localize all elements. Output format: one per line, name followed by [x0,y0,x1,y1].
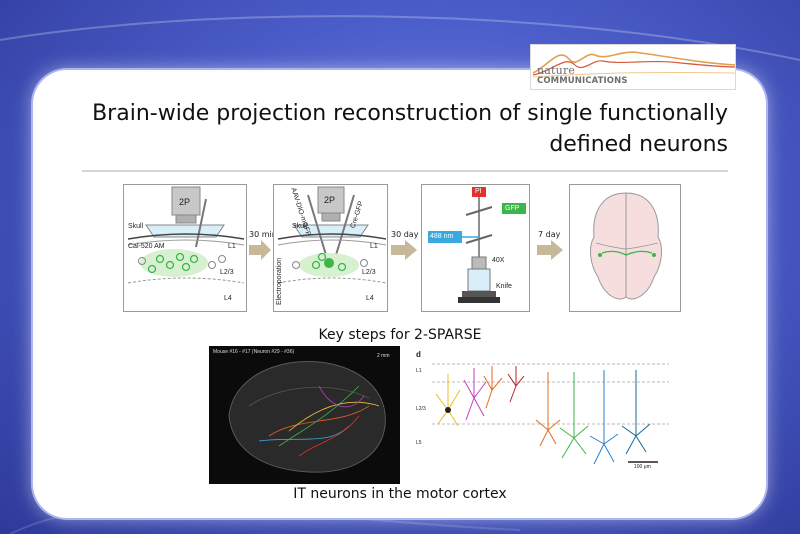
objective-label: 2P [179,197,191,207]
skull-label: Skull [292,223,308,230]
step-panel-imaging: 2P Skull Cal-520 AM L1 L2/3 L4 [123,184,247,312]
layer-label-l5: L5 [416,440,422,446]
arrow-icon [391,240,417,260]
layer-label-l23: L2/3 [220,269,234,276]
objective-label: 40X [492,257,505,264]
neurons-caption: IT neurons in the motor cortex [293,486,507,502]
objective-label: 2P [324,195,336,205]
arrow-label-30min: 30 min [249,230,277,239]
step-panel-sectioning: PI GFP 488 nm 40X Knife [421,184,530,312]
title-divider [82,170,728,172]
method-label: Electroporation [276,257,283,305]
projection-render [228,360,386,473]
gfp-label: GFP [505,205,520,212]
layer-label-l4: L4 [224,295,232,302]
layer-label-l1: L1 [228,243,236,250]
nature-communications-logo: nature COMMUNICATIONS [530,44,736,90]
sectioning-diagram [428,187,526,303]
scale-label: 100 μm [634,464,651,470]
step-panel-brain [569,184,681,312]
arrow-icon [249,240,271,260]
layer-label-l1: L1 [370,243,378,250]
brain-projection-image: Mouse #16 - #17 (Neuron #29 - #36) 2 mm [209,346,400,484]
steps-caption: Key steps for 2-SPARSE [318,327,482,343]
pi-label: PI [475,188,482,195]
arrow-label-30day: 30 day [391,230,419,239]
step-panel-electroporation: 2P Skull AAV-DIO-mGFP Cre-GFP Electropor… [273,184,388,312]
neuron-drawings [432,363,669,465]
brain-diagram [590,192,662,300]
knife-label: Knife [496,283,512,290]
mouse-scale: 2 mm [377,353,390,359]
layer-label-l1: L1 [416,368,422,374]
imaging-diagram [127,186,245,284]
logo-text-nature: nature [537,64,576,77]
laser-label: 488 nm [430,233,454,240]
arrow-label-7day: 7 day [538,230,561,239]
skull-label: Skull [128,223,144,230]
panel-letter: d [416,350,421,359]
layer-label-l23: L2/3 [416,406,426,412]
mouse-header: Mouse #16 - #17 (Neuron #29 - #36) [213,349,295,355]
layer-label-l4: L4 [366,295,374,302]
dye-label: Cal-520 AM [128,243,165,250]
arrow-icon [537,240,563,260]
layer-label-l23: L2/3 [362,269,376,276]
slide-title: Brain-wide projection reconstruction of … [92,101,728,157]
logo-text-communications: COMMUNICATIONS [537,76,628,86]
logo-wave-icon [532,51,736,78]
neuron-morphology-image: d L1 L2/3 L5 100 μm [414,350,671,480]
electroporation-diagram [277,186,387,284]
